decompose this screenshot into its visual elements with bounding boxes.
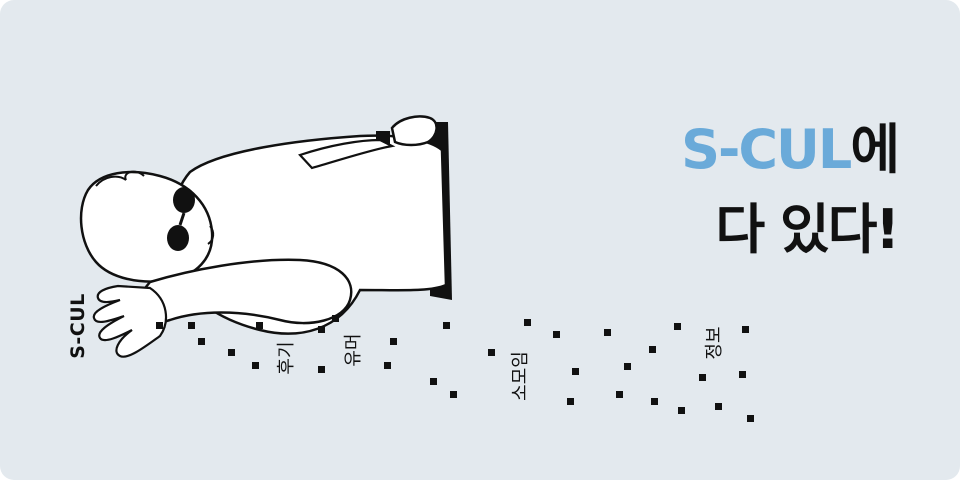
character-arm (298, 138, 396, 170)
headline-line-2: 다 있다! (715, 198, 900, 261)
sunglasses-right-lens (167, 225, 189, 251)
character-fist (390, 115, 438, 147)
headline-line-1: S-CUL에 (681, 110, 900, 190)
brand-vertical-label: S-CUL (67, 293, 89, 359)
category-label-humor: 유머 (343, 333, 364, 367)
headline-brand: S-CUL (681, 118, 852, 181)
sunglasses-left-lens (173, 187, 195, 213)
category-label-groups: 소모임 (510, 351, 531, 401)
scatter-dots (156, 315, 754, 422)
headline-particle: 에 (850, 118, 900, 181)
character-hand (92, 284, 168, 358)
category-label-reviews: 후기 (276, 341, 297, 375)
banner-headline: S-CUL에 다 있다! (681, 110, 900, 270)
category-label-info: 정보 (704, 326, 725, 360)
